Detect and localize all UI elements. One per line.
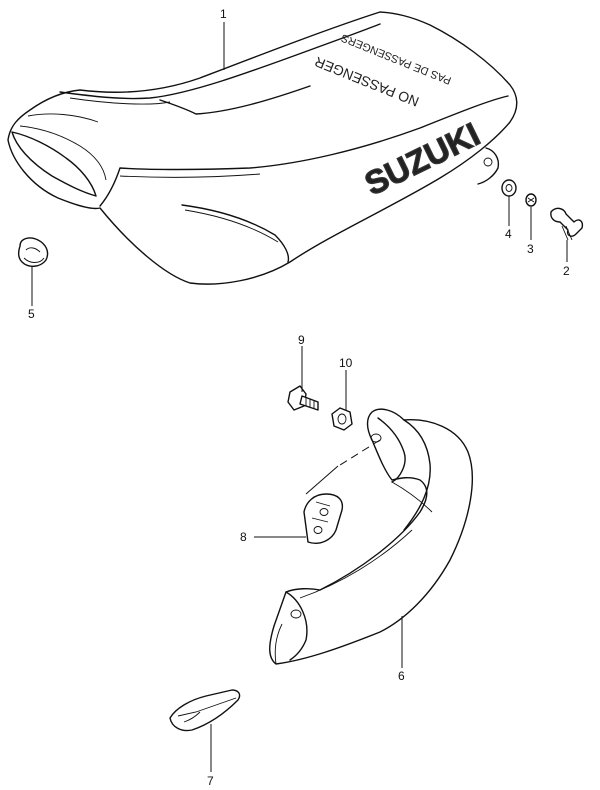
callout-2: 2	[563, 264, 570, 278]
seat[interactable]	[7, 11, 518, 285]
callout-1: 1	[220, 7, 227, 21]
assembly-line-bracket	[305, 465, 339, 495]
bracket-part-8[interactable]	[303, 493, 344, 544]
callout-3: 3	[527, 242, 534, 256]
washer-part-4[interactable]	[501, 179, 517, 197]
callout-5: 5	[28, 307, 35, 321]
callout-8: 8	[240, 530, 247, 544]
clip-part-7[interactable]	[169, 689, 241, 732]
wing-bolt-part-2[interactable]	[550, 207, 584, 241]
grab-rail-part-6[interactable]	[269, 408, 473, 665]
callout-7: 7	[207, 774, 214, 788]
callout-10: 10	[339, 356, 353, 370]
rubber-stop-part-5[interactable]	[17, 237, 49, 267]
assembly-line-bolt	[339, 439, 381, 466]
callout-4: 4	[505, 227, 512, 241]
bolt-part-9[interactable]	[287, 385, 319, 411]
nut-part-10[interactable]	[331, 407, 353, 431]
callout-6: 6	[398, 669, 405, 683]
nut-part-3[interactable]	[525, 193, 537, 207]
callout-9: 9	[298, 333, 305, 347]
